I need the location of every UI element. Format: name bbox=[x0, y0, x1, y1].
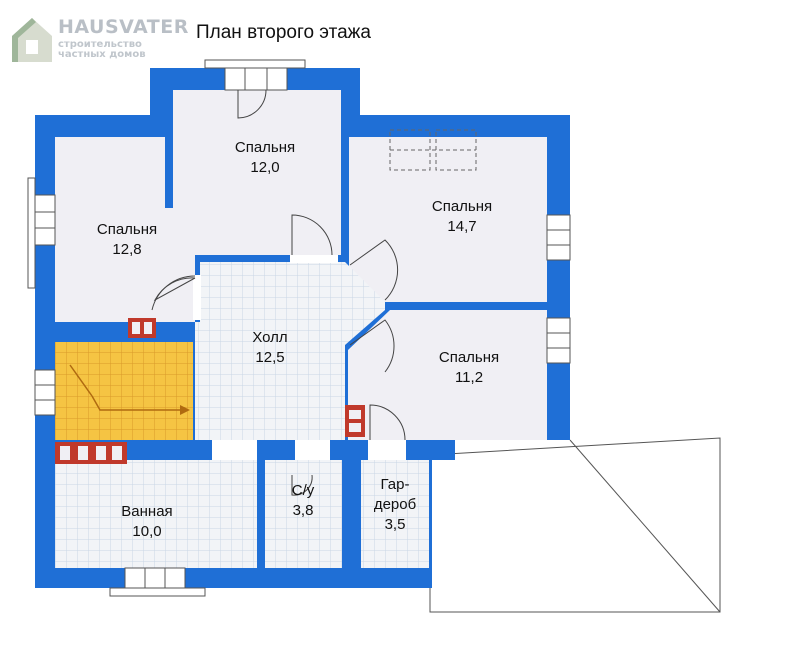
room-area: 3,8 bbox=[292, 502, 314, 519]
brand-tagline-1: строительство bbox=[58, 39, 142, 50]
room-wc bbox=[265, 460, 342, 568]
room-area: 11,2 bbox=[454, 369, 484, 386]
room-bedroom-11-2 bbox=[348, 310, 547, 440]
skylights bbox=[389, 129, 477, 171]
terrace-outline bbox=[429, 437, 721, 613]
room-area: 12,0 bbox=[250, 159, 280, 176]
room-label-bathroom: Ванная 10,0 bbox=[121, 502, 172, 542]
room-name: С/у bbox=[291, 482, 315, 499]
room-name: Спальня bbox=[431, 198, 493, 215]
room-name: Спальня bbox=[96, 221, 158, 238]
windows bbox=[27, 59, 571, 597]
chimney-right bbox=[345, 405, 365, 437]
door-openings bbox=[193, 255, 406, 460]
room-area: 3,5 bbox=[384, 516, 406, 533]
room-label-wc: С/у 3,8 bbox=[292, 481, 315, 521]
room-name: Холл bbox=[252, 329, 288, 346]
room-label-bedroom-12-0: Спальня 12,0 bbox=[235, 138, 295, 178]
room-name: Ванная bbox=[121, 503, 173, 520]
page-title: План второго этажа bbox=[196, 22, 371, 43]
brand-name: HAUSVATER bbox=[58, 16, 189, 38]
room-area: 12,5 bbox=[255, 349, 285, 366]
room-bedroom-14-7 bbox=[349, 137, 547, 302]
staircase bbox=[55, 342, 193, 440]
room-area: 12,8 bbox=[112, 241, 142, 258]
room-bedroom-12-0 bbox=[173, 90, 341, 255]
room-label-hall: Холл 12,5 bbox=[252, 328, 287, 368]
house-icon bbox=[12, 18, 52, 62]
room-name: Спальня bbox=[438, 349, 500, 366]
room-bedroom-12-8 bbox=[55, 137, 195, 322]
room-hall bbox=[195, 262, 385, 440]
room-area: 14,7 bbox=[447, 218, 477, 235]
room-name-continued: дероб bbox=[373, 496, 417, 513]
brand-logo: HAUSVATER строительство частных домов bbox=[8, 12, 198, 62]
room-area: 10,0 bbox=[132, 523, 162, 540]
room-bathroom bbox=[55, 460, 257, 568]
room-label-bedroom-11-2: Спальня 11,2 bbox=[439, 348, 499, 388]
room-label-wardrobe: Гар- дероб 3,5 bbox=[374, 475, 416, 535]
room-wardrobe bbox=[361, 460, 429, 568]
room-label-bedroom-14-7: Спальня 14,7 bbox=[432, 197, 492, 237]
brand-tagline-2: частных домов bbox=[58, 49, 146, 60]
room-name: Гар- bbox=[380, 476, 410, 493]
room-name: Спальня bbox=[234, 139, 296, 156]
room-label-bedroom-12-8: Спальня 12,8 bbox=[97, 220, 157, 260]
door-swings bbox=[151, 89, 406, 496]
chimney-bottom bbox=[55, 442, 127, 464]
